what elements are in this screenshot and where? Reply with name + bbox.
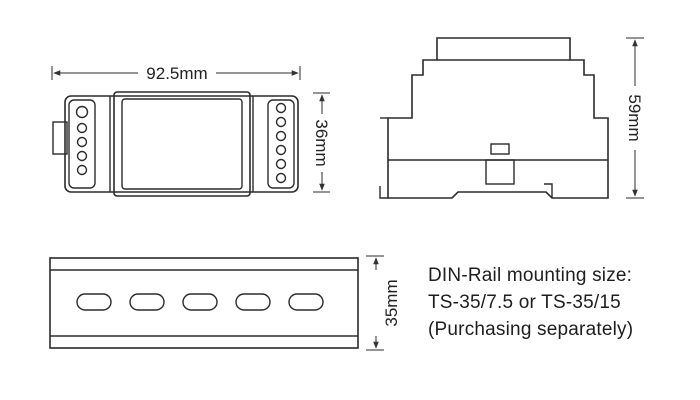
height-label: 36mm: [312, 119, 331, 166]
release-latch: [490, 143, 510, 155]
display-window: [121, 98, 243, 190]
rail-clip-slot: [485, 159, 515, 185]
side-height-dimension-line: [626, 37, 644, 199]
note-line-1: DIN-Rail mounting size:: [428, 265, 633, 286]
rail-height-dimension-line: [366, 255, 384, 351]
side-view: [379, 37, 644, 199]
right-terminal-block: [267, 99, 295, 189]
rail-mounting-slots: [76, 293, 324, 311]
rail-hook-left: [379, 186, 388, 199]
front-view: [51, 66, 330, 197]
rail-mounting-note: DIN-Rail mounting size: TS-35/7.5 or TS-…: [428, 262, 698, 343]
note-line-3: (Purchasing separately): [428, 319, 634, 340]
left-terminal-block: [68, 99, 96, 189]
rail-height-label: 35mm: [382, 279, 401, 326]
width-label: 92.5mm: [146, 64, 207, 83]
module-body: [64, 95, 299, 193]
din-rail: [49, 255, 384, 351]
left-terminal-screws: [75, 105, 89, 176]
center-cover: [113, 91, 251, 197]
side-height-label: 59mm: [625, 94, 644, 141]
width-dimension-line: [51, 66, 301, 80]
rail-outline: [49, 257, 359, 349]
right-terminal-screws: [275, 102, 287, 184]
height-dimension-line: [313, 92, 330, 193]
side-profile-outline: [387, 37, 609, 199]
note-line-2: TS-35/7.5 or TS-35/15: [428, 292, 621, 313]
left-mount-clip: [52, 121, 68, 155]
